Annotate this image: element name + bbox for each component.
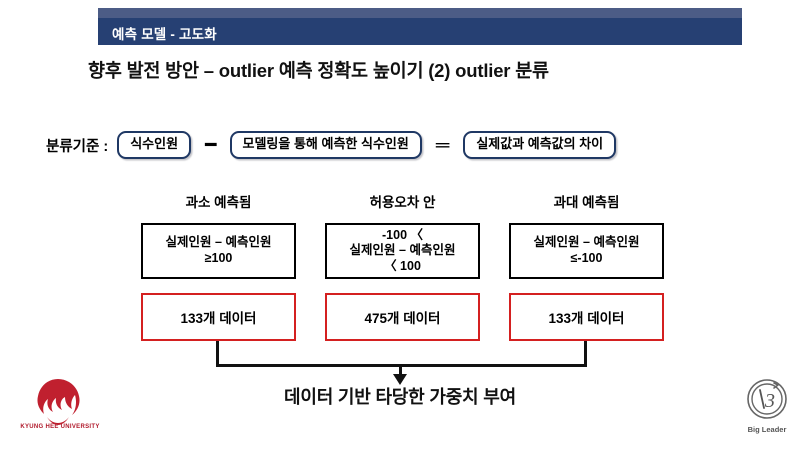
connector-center-vertical	[399, 364, 402, 376]
column-header-under-predicted: 과소 예측됨	[185, 195, 252, 210]
formula-term-actual: 식수인원	[117, 131, 192, 159]
formula-term-result: 실제값과 예측값의 차이	[463, 131, 617, 159]
conclusion-text: 데이터 기반 타당한 가중치 부여	[284, 387, 516, 407]
column-header-within-tolerance: 허용오차 안	[369, 195, 436, 210]
header-accent-band	[98, 8, 742, 18]
data-count-box-within-tolerance: 475개 데이터	[325, 293, 480, 341]
page-title: 향후 발전 방안 – outlier 예측 정확도 높이기 (2) outlie…	[88, 60, 549, 81]
column-header-over-predicted: 과대 예측됨	[553, 195, 620, 210]
kyung-hee-university-caption: KYUNG HEE UNIVERSITY	[20, 424, 100, 430]
data-count-box-over-predicted: 133개 데이터	[509, 293, 664, 341]
data-count-box-under-predicted: 133개 데이터	[141, 293, 296, 341]
header-bar	[98, 18, 742, 45]
minus-operator-icon: ━	[205, 134, 216, 156]
condition-box-over-predicted: 실제인원 – 예측인원 ≤-100	[509, 223, 664, 279]
big-leader-caption: Big Leader	[747, 425, 787, 434]
criteria-label: 분류기준 :	[46, 138, 109, 155]
arrow-down-icon	[393, 374, 407, 385]
formula-term-predicted: 모델링을 통해 예측한 식수인원	[229, 131, 422, 159]
condition-box-within-tolerance: -100 〈 실제인원 – 예측인원 〈 100	[325, 223, 480, 279]
equals-operator-icon: ═	[435, 134, 450, 156]
kyung-hee-university-lion-logo	[37, 379, 80, 425]
connector-left-vertical	[216, 341, 219, 367]
connector-right-vertical	[584, 341, 587, 367]
header-section-label: 예측 모델 - 고도화	[112, 27, 217, 42]
condition-box-under-predicted: 실제인원 – 예측인원 ≥100	[141, 223, 296, 279]
big-leader-mark-icon: 3	[747, 379, 787, 419]
svg-text:3: 3	[764, 390, 775, 412]
classification-formula: 분류기준 : 식수인원 ━ 모델링을 통해 예측한 식수인원 ═ 실제값과 예측…	[46, 128, 617, 162]
